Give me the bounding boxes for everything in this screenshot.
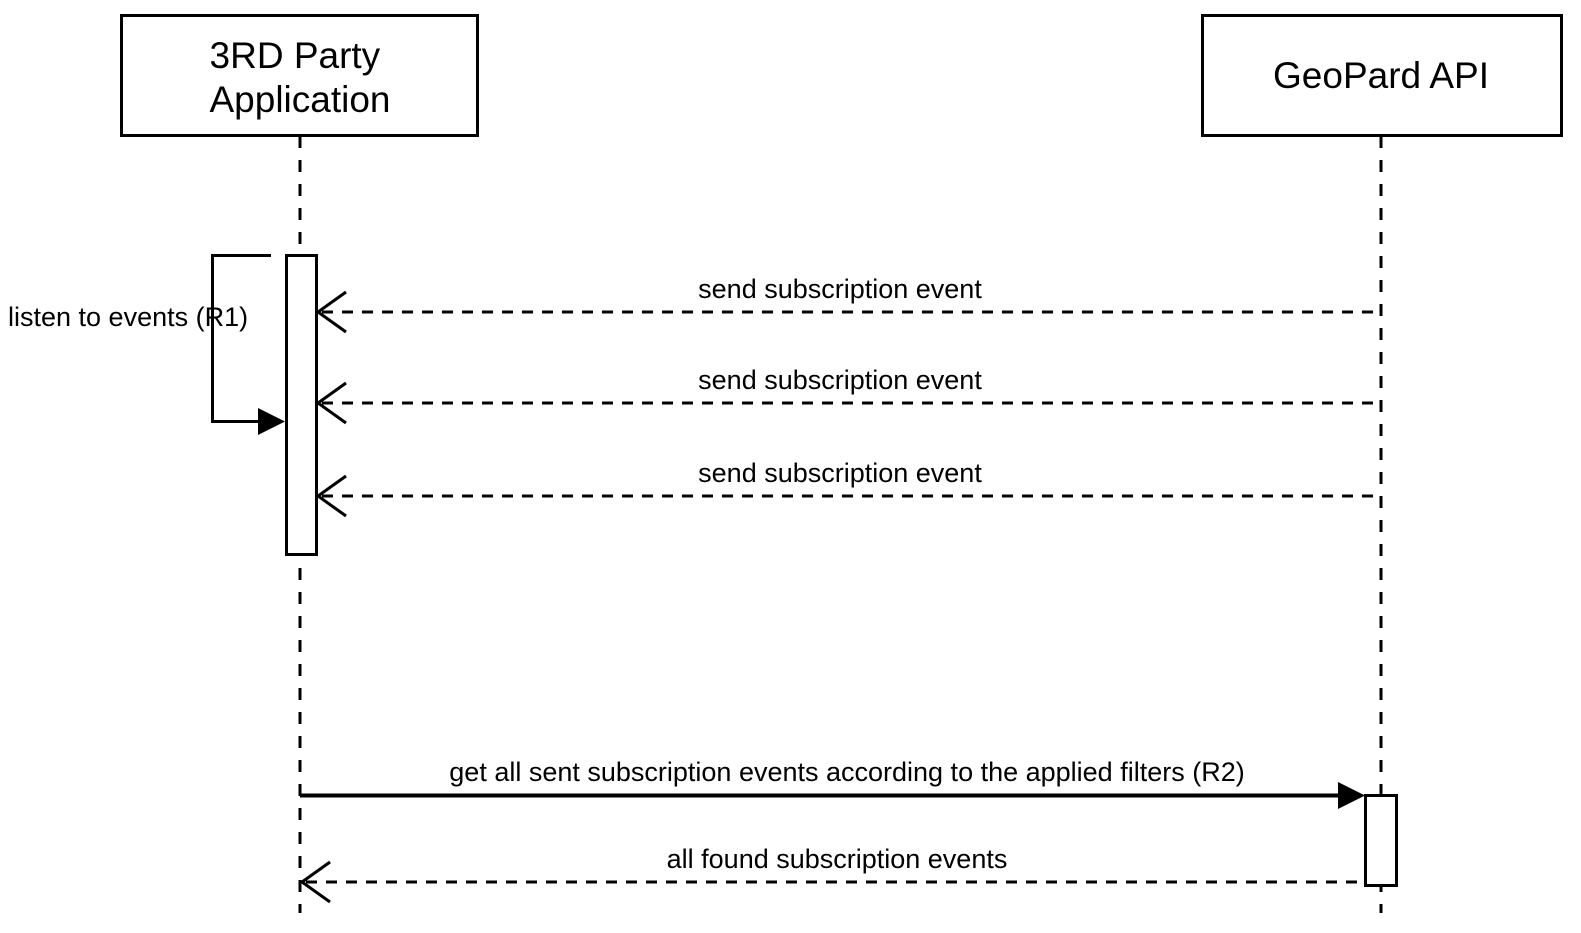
- message-label-send-subscription-event: send subscription event: [698, 458, 982, 488]
- message-label-send-subscription-event: send subscription event: [698, 365, 982, 395]
- activation-bar-third-party-application: [285, 254, 318, 556]
- actor-geopard-api: GeoPard API: [1201, 14, 1563, 137]
- filled-arrowhead-icon: [1338, 782, 1365, 809]
- message-self-listen-to-events: listen to events (R1): [8, 254, 285, 435]
- actor-third-party-application: 3RD Party Application: [120, 14, 479, 137]
- self-message-arrowhead-icon: [258, 408, 285, 435]
- message-label-all-found-subscription-events: all found subscription events: [667, 844, 1008, 874]
- message-send-subscription-event-2: send subscription event: [315, 365, 1381, 425]
- open-arrowhead-icon: [315, 290, 347, 334]
- self-message-bracket-line: [211, 254, 271, 423]
- actor-box-third-party-application: [120, 14, 479, 137]
- actor-title-geopard-api: GeoPard API: [1273, 55, 1489, 96]
- message-get-all-sent-subscription-events: get all sent subscription events accordi…: [300, 757, 1365, 809]
- message-send-subscription-event-3: send subscription event: [315, 458, 1381, 518]
- actor-title-line-1: GeoPard API: [1273, 55, 1489, 96]
- actor-title-line-1: 3RD Party: [210, 35, 381, 76]
- open-arrowhead-icon: [315, 381, 347, 425]
- actor-title-line-2: Application: [209, 79, 390, 120]
- message-label-listen-to-events: listen to events (R1): [8, 302, 248, 332]
- activation-bar-geopard-api: [1364, 794, 1398, 887]
- open-arrowhead-icon: [299, 860, 331, 904]
- actor-box-geopard-api: [1201, 14, 1563, 137]
- open-arrowhead-icon: [315, 474, 347, 518]
- message-send-subscription-event-1: send subscription event: [315, 274, 1381, 334]
- actor-title-third-party-application: 3RD Party Application: [209, 35, 390, 120]
- message-label-send-subscription-event: send subscription event: [698, 274, 982, 304]
- message-all-found-subscription-events: all found subscription events: [299, 844, 1365, 904]
- message-label-get-all-sent-subscription-events: get all sent subscription events accordi…: [449, 757, 1244, 787]
